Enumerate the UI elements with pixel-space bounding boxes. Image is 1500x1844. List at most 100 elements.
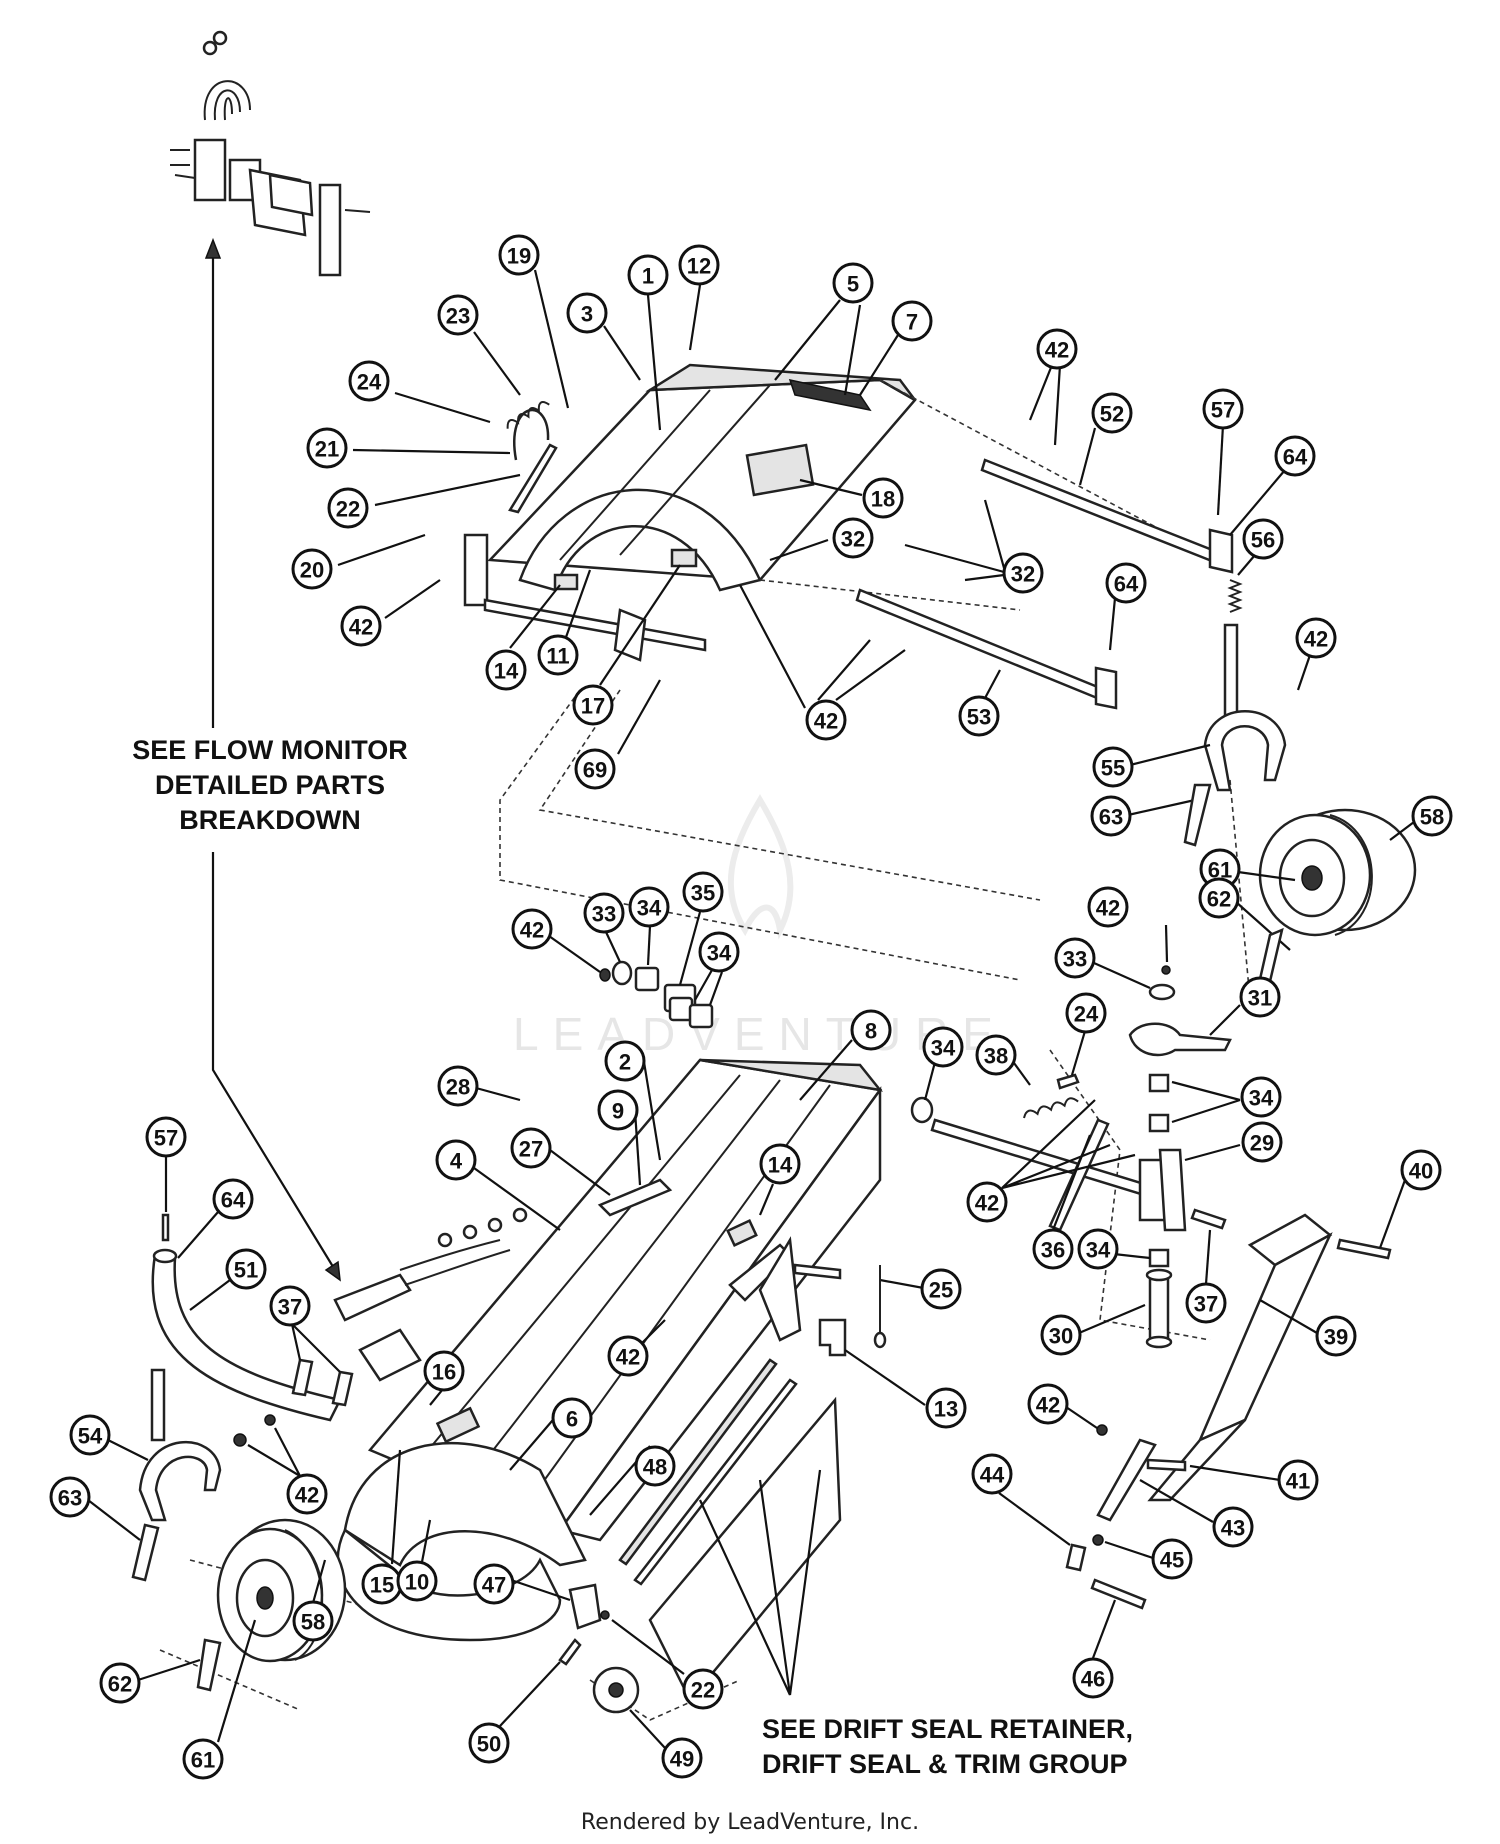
callout-number: 42 [814,709,838,734]
callout-42: 42 [1295,617,1337,659]
flow-monitor-lower-arrow [211,852,336,1271]
callout-number: 1 [642,264,654,289]
callout-16: 16 [423,1350,465,1392]
callout-number: 6 [566,1407,578,1432]
drift-seal-strips [618,1358,842,1703]
callout-17: 17 [572,684,614,726]
callout-number: 62 [1207,887,1231,912]
callout-27: 27 [510,1127,552,1169]
callout-47: 47 [473,1563,515,1605]
callout-number: 11 [546,644,569,669]
callout-24: 24 [1065,992,1107,1034]
callout-number: 41 [1286,1469,1310,1494]
cylinder-39 [1147,1213,1333,1502]
callout-circle [805,699,847,741]
callout-circle [348,360,390,402]
callout-30: 30 [1040,1314,1082,1356]
callout-number: 30 [1049,1324,1073,1349]
callout-33: 33 [583,892,625,934]
callout-42: 42 [607,1335,649,1377]
callout-number: 64 [221,1188,246,1213]
callout-22: 22 [682,1668,724,1710]
callout-34: 34 [1077,1228,1119,1270]
callout-circle [1002,552,1044,594]
callout-circle [661,1737,703,1779]
callout-61: 61 [182,1738,224,1780]
callout-63: 63 [49,1476,91,1518]
callout-34: 34 [922,1026,964,1068]
callout-58: 58 [1411,795,1453,837]
flow-monitor-note: SEE FLOW MONITOR DETAILED PARTS BREAKDOW… [110,733,430,838]
callout-circle [1239,976,1281,1018]
callout-circle [607,1335,649,1377]
callout-43: 43 [1212,1506,1254,1548]
callout-circle [511,908,553,950]
callout-62: 62 [1198,877,1240,919]
wheel-49 [592,1666,640,1714]
callout-33: 33 [1054,937,1096,979]
callout-number: 53 [967,705,991,730]
callout-55: 55 [1092,746,1134,788]
callout-circle [583,892,625,934]
callout-number: 23 [446,304,470,329]
callout-51: 51 [225,1248,267,1290]
drift-seal-note: SEE DRIFT SEAL RETAINER, DRIFT SEAL & TR… [762,1712,1133,1782]
callout-64: 64 [1105,562,1147,604]
callout-number: 18 [871,487,895,512]
callout-circle [850,1009,892,1051]
callout-circle [498,234,540,276]
drift-seal-note-line: DRIFT SEAL & TRIM GROUP [762,1749,1128,1779]
callout-number: 9 [612,1099,624,1124]
shaft-53 [855,588,1118,710]
callout-number: 32 [841,527,865,552]
callout-number: 24 [1074,1002,1099,1027]
callout-42: 42 [340,605,382,647]
tube-51 [151,1253,342,1422]
callout-number: 58 [301,1610,325,1635]
callout-12: 12 [678,244,720,286]
callout-circle [537,634,579,676]
callout-circle [1151,1538,1193,1580]
callout-circle [1072,1657,1114,1699]
callout-41: 41 [1277,1459,1319,1501]
callout-number: 49 [670,1747,694,1772]
callout-37: 37 [269,1285,311,1327]
drift-seal-note-line: SEE DRIFT SEAL RETAINER, [762,1714,1134,1744]
callout-number: 33 [592,902,616,927]
callout-number: 38 [984,1044,1008,1069]
callout-14: 14 [485,649,527,691]
callout-number: 42 [616,1345,640,1370]
callout-42: 42 [1087,886,1129,928]
callout-10: 10 [396,1560,438,1602]
callout-61: 61 [1199,848,1241,890]
callout-circle [49,1476,91,1518]
callout-64: 64 [212,1178,254,1220]
callout-number: 42 [295,1483,319,1508]
callout-circle [1240,1076,1282,1118]
callout-circle [759,1143,801,1185]
callout-number: 33 [1063,947,1087,972]
callout-circle [862,477,904,519]
callout-13: 13 [925,1387,967,1429]
valve-stack [333,1207,528,1382]
callout-circle [891,300,933,342]
callout-number: 34 [1249,1086,1274,1111]
callout-number: 5 [847,272,859,297]
callout-4: 4 [435,1139,477,1181]
callout-circle [1274,435,1316,477]
callout-circle [1090,795,1132,837]
lower-hopper-assembly [336,1058,884,1642]
callout-number: 8 [865,1019,877,1044]
callout-number: 57 [1211,398,1235,423]
callout-number: 7 [906,310,918,335]
callout-circle [1027,1383,1069,1425]
callout-34: 34 [628,886,670,928]
callout-28: 28 [437,1065,479,1107]
callout-circle [572,684,614,726]
callout-42: 42 [286,1473,328,1515]
callout-circle [269,1285,311,1327]
callout-circle [292,1600,334,1642]
callout-number: 14 [768,1153,793,1178]
callout-circle [678,244,720,286]
callout-21: 21 [306,427,348,469]
